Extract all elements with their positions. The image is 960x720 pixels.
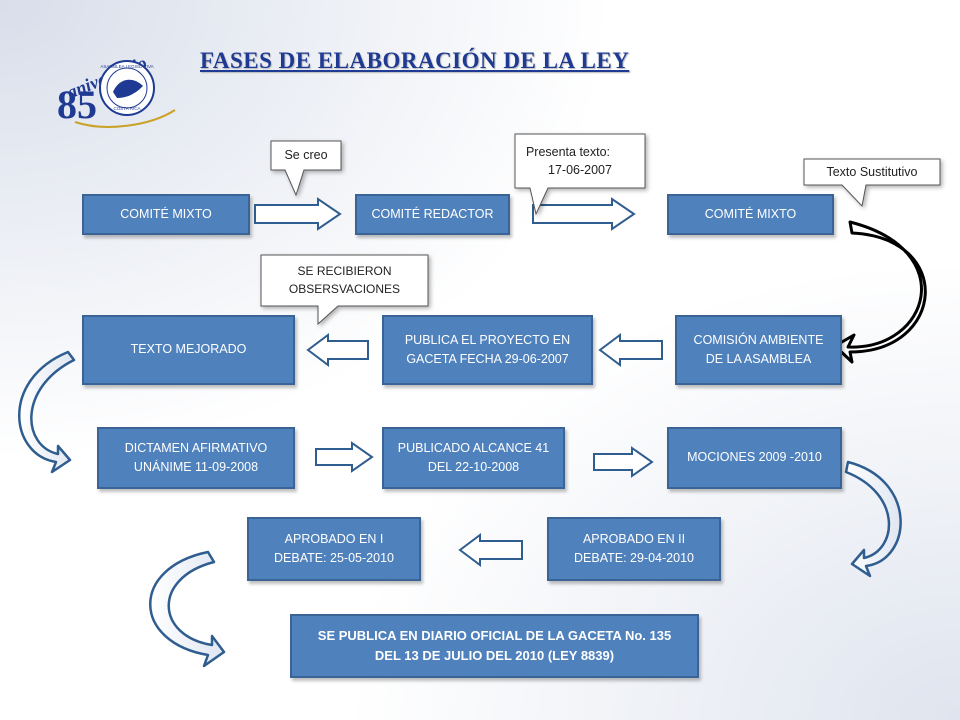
box-aprobado-ii: APROBADO EN II DEBATE: 29-04-2010 — [547, 517, 721, 581]
logo-number: 85 — [57, 82, 97, 127]
box-aprobado-i: APROBADO EN I DEBATE: 25-05-2010 — [247, 517, 421, 581]
arrow-right-2 — [532, 197, 636, 231]
callout-presenta-shape — [514, 133, 646, 216]
box-dictamen: DICTAMEN AFIRMATIVO UNÁNIME 11-09-2008 — [97, 427, 295, 489]
svg-text:ASAMBLEA LEGISLATIVA: ASAMBLEA LEGISLATIVA — [100, 64, 153, 69]
box-texto-mejorado: TEXTO MEJORADO — [82, 315, 295, 385]
box-publica-proyecto: PUBLICA EL PROYECTO EN GACETA FECHA 29-0… — [382, 315, 593, 385]
box-comision-ambiente: COMISIÓN AMBIENTE DE LA ASAMBLEA — [675, 315, 842, 385]
callout-observaciones: SE RECIBIERON OBSERSVACIONES — [288, 264, 401, 296]
map-icon — [113, 79, 143, 98]
box-publicacion-final: SE PUBLICA EN DIARIO OFICIAL DE LA GACET… — [290, 614, 699, 678]
svg-text:COSTA RICA: COSTA RICA — [114, 106, 141, 111]
callout-observaciones-shape — [260, 254, 429, 326]
box-comite-mixto-1: COMITÉ MIXTO — [82, 194, 250, 235]
callout-se-creo: Se creo — [284, 148, 328, 163]
page-title: FASES DE ELABORACIÓN DE LA LEY — [200, 48, 630, 73]
callout-presenta-texto: Presenta texto: 17-06-2007 — [525, 144, 612, 177]
box-publicado-alcance: PUBLICADO ALCANCE 41 DEL 22-10-2008 — [382, 427, 565, 489]
arrow-right-4 — [593, 446, 654, 478]
arrow-left-3 — [458, 533, 523, 567]
callout-texto-sustitutivo: Texto Sustitutivo — [826, 164, 918, 179]
box-mociones: MOCIONES 2009 -2010 — [667, 427, 842, 489]
callout-se-creo-shape — [270, 140, 342, 197]
curved-arrow-left-2 — [149, 550, 226, 668]
box-comite-redactor: COMITÉ REDACTOR — [355, 194, 510, 235]
callout-sustitutivo-shape — [803, 158, 941, 208]
arrow-left-2 — [306, 333, 369, 367]
curved-arrow-left-1 — [18, 350, 76, 474]
arrow-left-1 — [598, 333, 663, 367]
anniversary-logo: aniversario 85 ASAMBLEA LEGISLATIVA COST… — [57, 52, 176, 128]
curved-arrow-right — [833, 220, 927, 364]
arrow-right-1 — [254, 197, 342, 231]
box-comite-mixto-2: COMITÉ MIXTO — [667, 194, 834, 235]
arrow-right-3 — [315, 441, 374, 473]
curved-arrow-right-2 — [844, 460, 902, 578]
